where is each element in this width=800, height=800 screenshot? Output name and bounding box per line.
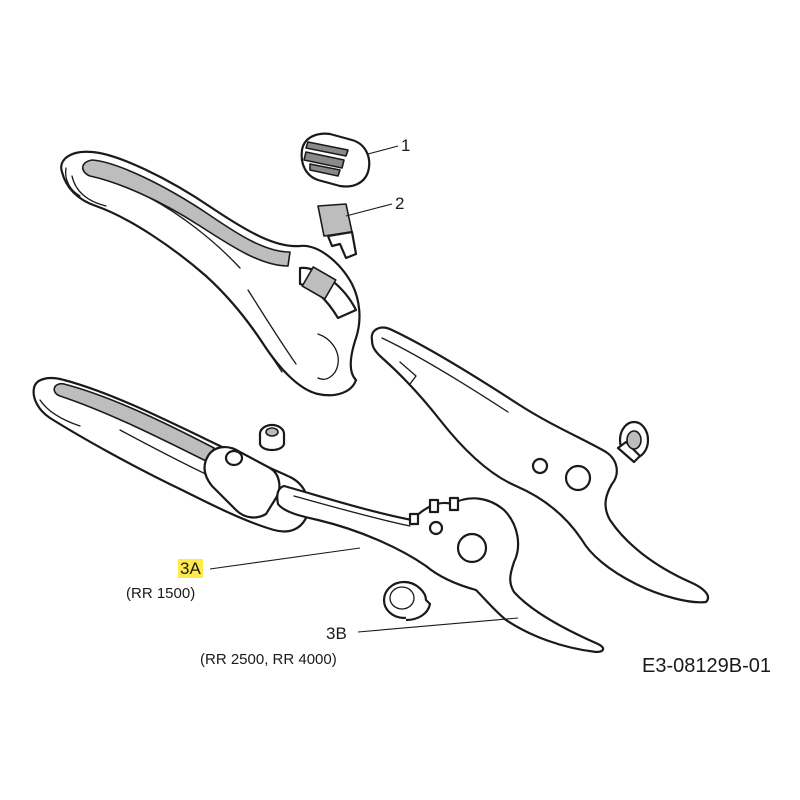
part-2-spring-clip (317, 203, 358, 260)
callout-part-3a-highlight: 3A (178, 559, 203, 578)
leader-part-1 (367, 145, 399, 155)
lower-handle (32, 377, 310, 533)
small-pin-left (258, 423, 286, 452)
pivot-pin-right (616, 420, 650, 464)
callout-part-2: 2 (395, 194, 405, 213)
model-note-part-3b: (RR 2500, RR 4000) (200, 651, 337, 668)
leader-part-2 (345, 203, 393, 217)
pivot-washer-lower (382, 580, 432, 622)
upper-handle (60, 150, 361, 397)
leader-part-3a (209, 547, 361, 570)
leader-part-3b (357, 617, 519, 633)
drawing-number: E3-08129B-01 (642, 655, 771, 677)
upper-blade (370, 326, 710, 604)
model-note-part-3a: (RR 1500) (126, 585, 196, 602)
part-1-latch-slider (300, 132, 371, 188)
callout-part-3a: 3A (178, 559, 203, 578)
callout-part-1: 1 (401, 136, 411, 155)
lower-blade (276, 484, 605, 654)
callout-part-3b: 3B (326, 624, 347, 643)
